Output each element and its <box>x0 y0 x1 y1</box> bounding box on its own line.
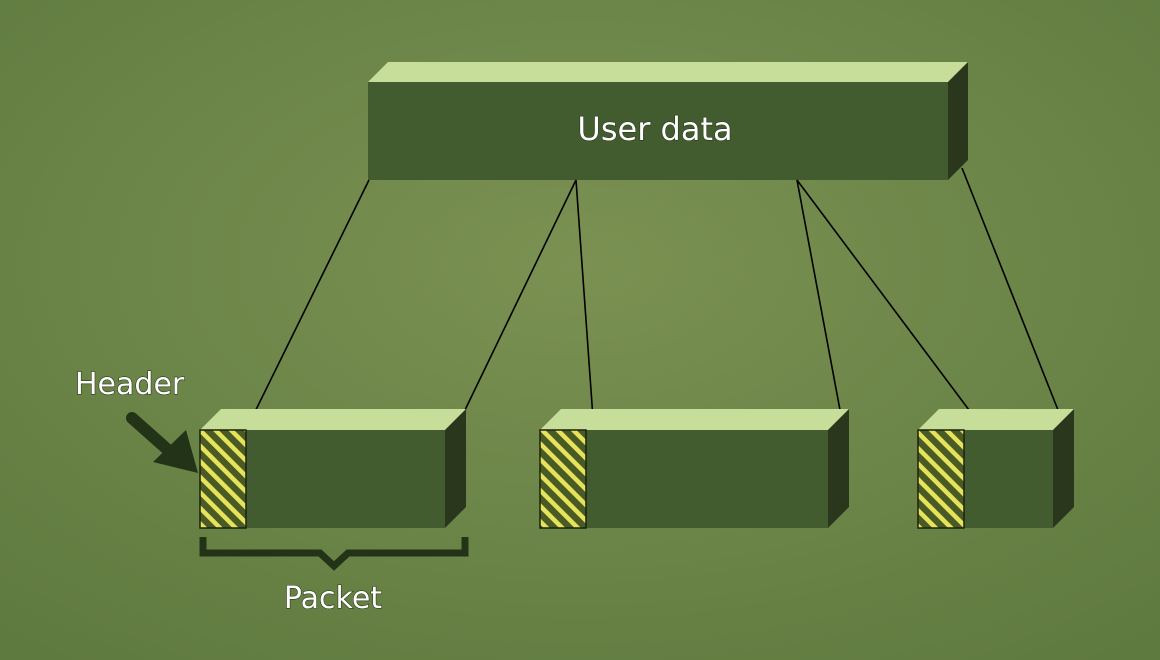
packet-3 <box>917 409 1074 529</box>
split-line <box>961 167 1063 421</box>
packet-top <box>200 409 466 430</box>
user-data-block-side <box>948 62 968 180</box>
packet-top <box>918 409 1074 430</box>
split-lines <box>245 167 1063 431</box>
packet-body <box>964 430 1053 528</box>
packet-body <box>246 430 445 528</box>
packet-header <box>539 429 587 529</box>
packet-header <box>917 429 965 529</box>
packet-label: Packet <box>284 581 382 616</box>
user-data-block: User data <box>368 62 968 180</box>
split-line <box>796 179 841 411</box>
header-arrow-icon <box>126 412 198 473</box>
user-data-block-top <box>368 62 968 82</box>
packet-side <box>828 409 849 528</box>
packet-brace-icon <box>199 537 469 571</box>
split-line <box>464 179 577 411</box>
split-line <box>796 179 976 419</box>
split-line <box>245 179 370 431</box>
split-line <box>575 179 594 419</box>
packet-2 <box>539 409 849 529</box>
packet-side <box>445 409 466 528</box>
packet-side <box>1053 409 1074 528</box>
packet-top <box>540 409 849 430</box>
header-label: Header <box>75 367 185 402</box>
user-data-label: User data <box>577 110 732 148</box>
packet-1 <box>199 409 466 529</box>
packet-body <box>586 430 828 528</box>
user-data-block-front <box>368 82 948 180</box>
packet-header <box>199 429 247 529</box>
